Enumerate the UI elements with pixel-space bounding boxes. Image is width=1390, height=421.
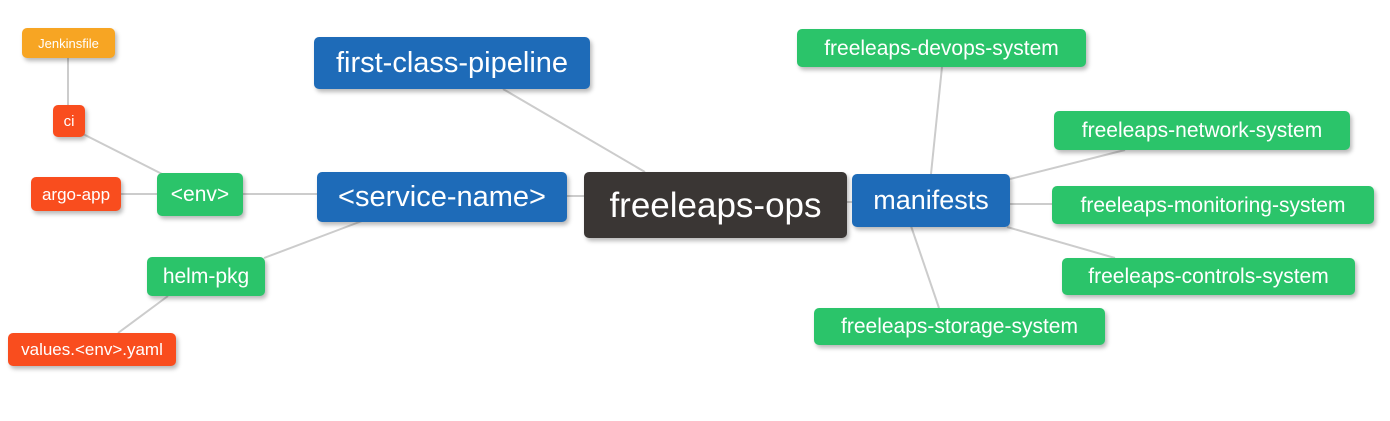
edge-manifests-controls [1006,226,1116,259]
node-freeleaps-ops[interactable]: freeleaps-ops [584,172,847,238]
node-freeleaps-devops-system[interactable]: freeleaps-devops-system [797,29,1086,67]
edge-pipeline-freeleaps-ops [502,88,646,173]
node-freeleaps-controls-system[interactable]: freeleaps-controls-system [1062,258,1355,295]
node-ci[interactable]: ci [53,105,85,137]
node-jenkinsfile[interactable]: Jenkinsfile [22,28,115,58]
node-first-class-pipeline[interactable]: first-class-pipeline [314,37,590,89]
edge-manifests-devops [930,66,943,175]
node-env[interactable]: <env> [157,173,243,216]
edge-helm-pkg-service-name [263,220,363,259]
edge-manifests-storage [910,225,940,309]
node-helm-pkg[interactable]: helm-pkg [147,257,265,296]
edge-manifests-network [1009,149,1126,180]
node-manifests[interactable]: manifests [852,174,1010,227]
node-values-env-yaml[interactable]: values.<env>.yaml [8,333,176,366]
node-freeleaps-storage-system[interactable]: freeleaps-storage-system [814,308,1105,345]
node-service-name[interactable]: <service-name> [317,172,567,222]
node-argo-app[interactable]: argo-app [31,177,121,211]
edge-ci-env [82,133,167,177]
node-freeleaps-monitoring-system[interactable]: freeleaps-monitoring-system [1052,186,1374,224]
node-freeleaps-network-system[interactable]: freeleaps-network-system [1054,111,1350,150]
edge-helm-pkg-values-yaml [117,295,169,334]
